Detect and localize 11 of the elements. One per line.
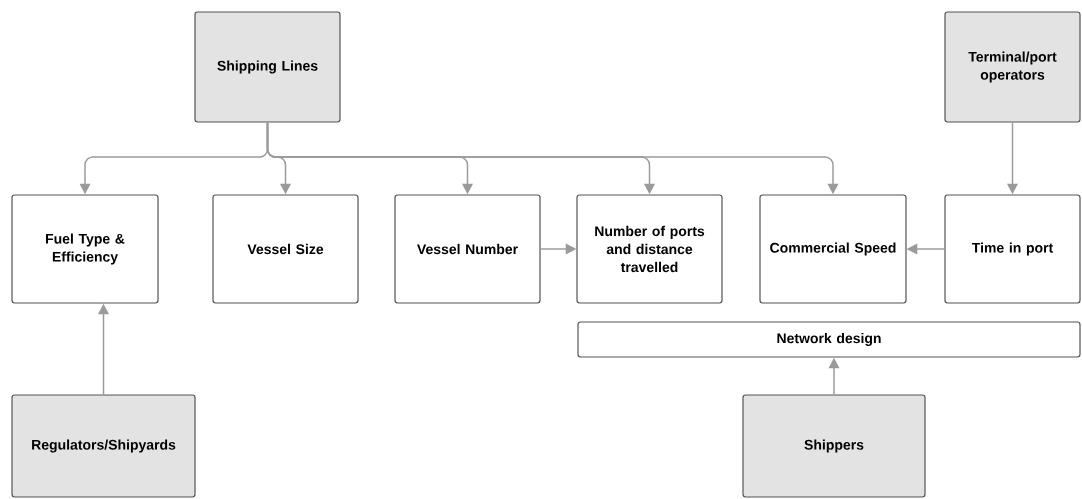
actor-box: Terminal/port operators — [944, 11, 1081, 123]
factor-box: Time in port — [944, 194, 1081, 304]
factor-box: Fuel Type & Efficiency — [11, 194, 159, 304]
band-box: Network design — [577, 321, 1081, 358]
actor-box: Shippers — [742, 394, 926, 498]
actor-box: Shipping Lines — [194, 11, 341, 123]
factor-box: Commercial Speed — [759, 194, 907, 304]
factor-box: Vessel Size — [212, 194, 359, 304]
factor-box: Vessel Number — [394, 194, 541, 304]
factor-box: Number of ports and distance travelled — [576, 194, 723, 304]
actor-box: Regulators/Shipyards — [11, 394, 196, 498]
